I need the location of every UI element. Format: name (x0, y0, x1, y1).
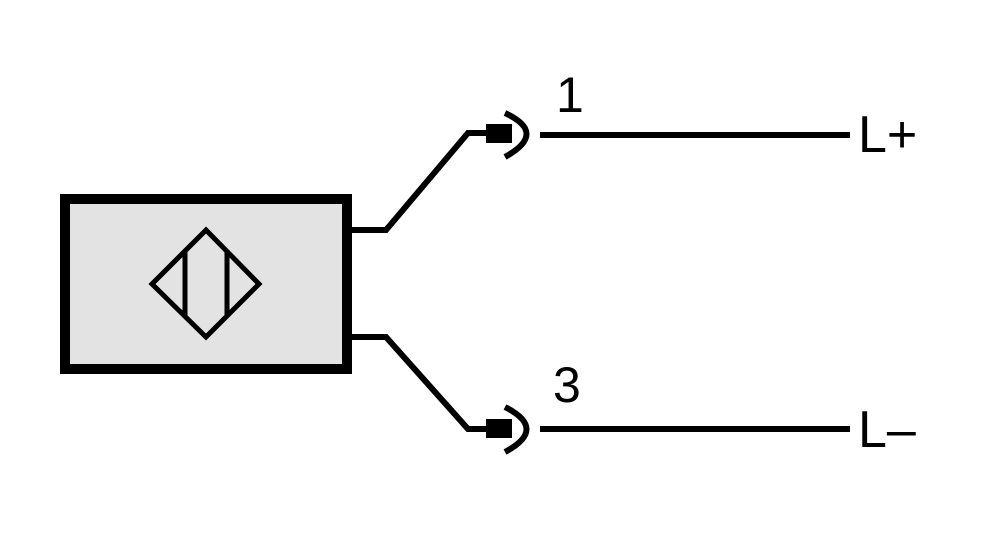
sensor-body (60, 194, 352, 374)
terminal-label-negative: L– (858, 401, 916, 459)
pin-number-3: 3 (553, 357, 581, 413)
terminal-label-positive: L+ (858, 106, 917, 164)
connector-socket (503, 404, 530, 455)
inductive-sensor-symbol-icon (148, 226, 263, 341)
wire-pin-3 (349, 334, 500, 432)
connector-pin-3 (486, 404, 530, 455)
wire-pin-1 (349, 130, 500, 233)
connector-plug (486, 419, 512, 438)
connector-socket (503, 110, 530, 160)
connector-plug (486, 124, 512, 143)
pin-number-1: 1 (556, 67, 584, 123)
connector-pin-1 (486, 110, 530, 160)
sensor-housing (60, 194, 352, 374)
